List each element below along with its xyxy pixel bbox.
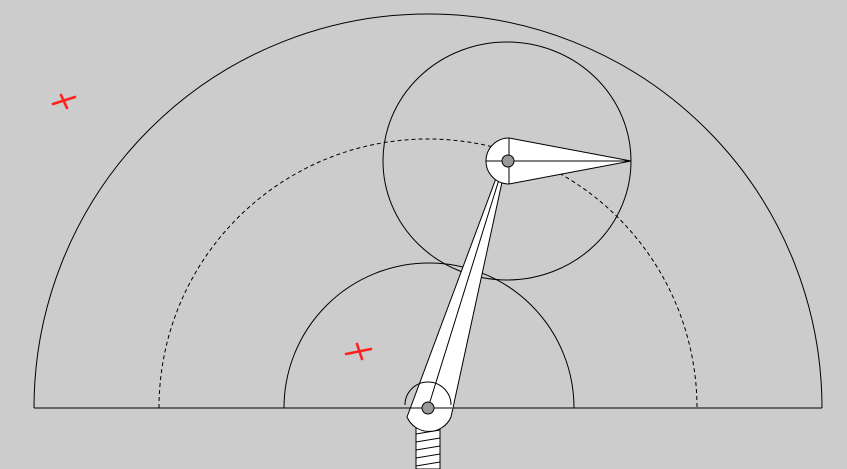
red-x-marker-icon xyxy=(344,342,373,361)
outer-reach-boundary xyxy=(33,13,823,409)
inner-reach-boundary xyxy=(283,262,575,409)
mid-reach-boundary xyxy=(158,138,698,409)
upper-arm-link xyxy=(404,172,505,432)
shoulder-joint xyxy=(421,401,435,415)
target-marker-1[interactable] xyxy=(51,93,77,110)
red-x-marker-icon xyxy=(51,93,77,110)
elbow-joint xyxy=(501,154,515,168)
target-marker-2[interactable] xyxy=(344,342,373,361)
forearm-link xyxy=(485,137,632,185)
